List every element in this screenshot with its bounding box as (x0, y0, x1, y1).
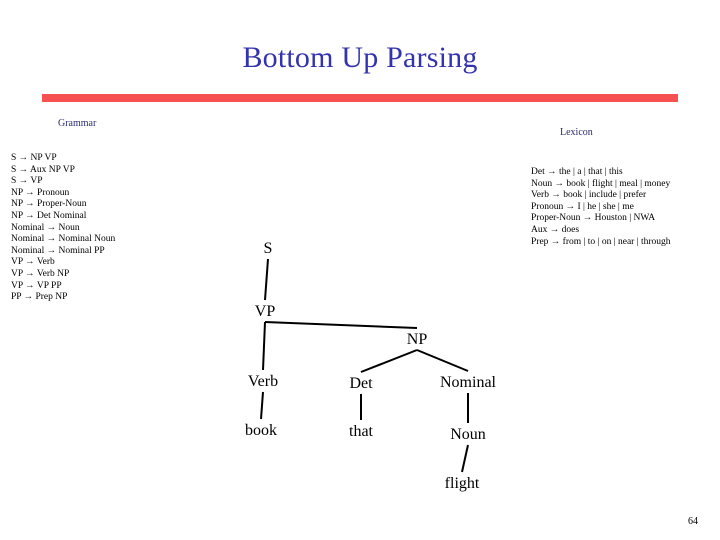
grammar-rule-10: VP → Verb NP (11, 268, 70, 279)
tree-node-np: NP (406, 331, 428, 348)
grammar-rule-1: S → Aux NP VP (11, 164, 75, 175)
grammar-rule-5: NP → Det Nominal (11, 210, 87, 221)
lexicon-caption: Lexicon (560, 127, 593, 138)
lexicon-rule-5: Aux → does (531, 224, 580, 235)
tree-edge-noun-flight (461, 444, 469, 473)
grammar-rule-6: Nominal → Noun (11, 222, 80, 233)
grammar-rule-8: Nominal → Nominal PP (11, 245, 105, 256)
grammar-caption: Grammar (58, 118, 97, 129)
grammar-rule-12: PP → Prep NP (11, 292, 68, 303)
tree-edge-vp-verb (262, 321, 266, 371)
tree-edge-np-nominal (416, 349, 469, 372)
tree-node-s: S (263, 240, 273, 257)
tree-node-verb: Verb (247, 373, 279, 390)
tree-node-vp: VP (254, 303, 276, 320)
tree-node-nominal: Nominal (440, 374, 496, 391)
tree-node-det: Det (349, 375, 373, 392)
grammar-rule-4: NP → Proper-Noun (11, 199, 87, 210)
grammar-rule-0: S → NP VP (11, 153, 57, 163)
page-title: Bottom Up Parsing (242, 41, 478, 74)
lexicon-rule-2: Verb → book | include | prefer (531, 190, 647, 201)
lexicon-rule-3: Pronoun → I | he | she | me (531, 201, 634, 212)
tree-edge-verb-book (260, 391, 264, 420)
grammar-rule-2: S → VP (11, 176, 43, 187)
lexicon-rule-0: Det → the | a | that | this (531, 167, 623, 177)
tree-edge-vp-np (264, 321, 418, 329)
tree-node-flight: flight (444, 475, 480, 492)
page-number: 64 (688, 516, 698, 527)
tree-node-noun: Noun (450, 426, 486, 443)
grammar-rule-11: VP → VP PP (11, 280, 62, 291)
grammar-rule-9: VP → Verb (11, 257, 55, 268)
tree-node-book: book (245, 422, 277, 439)
lexicon-rule-4: Proper-Noun → Houston | NWA (531, 213, 656, 224)
tree-node-that: that (349, 423, 373, 440)
title-divider-rule (42, 94, 678, 102)
lexicon-rule-1: Noun → book | flight | meal | money (531, 178, 671, 189)
tree-edge-s-vp (264, 258, 269, 301)
grammar-rule-7: Nominal → Nominal Noun (11, 234, 116, 245)
tree-edge-np-det (360, 349, 418, 373)
grammar-rule-3: NP → Pronoun (11, 187, 70, 198)
lexicon-rule-6: Prep → from | to | on | near | through (531, 236, 671, 247)
